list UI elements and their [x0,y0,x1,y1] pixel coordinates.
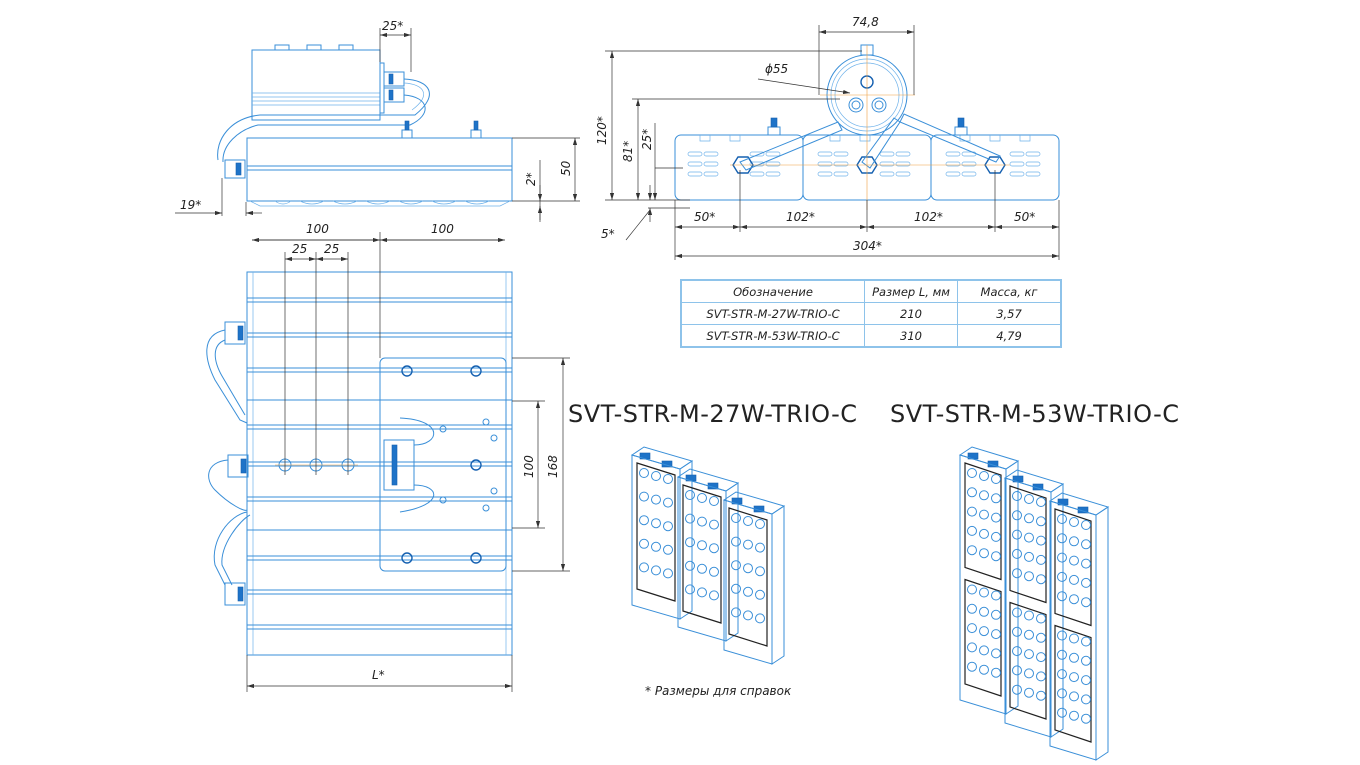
dim-label: 100 [306,222,329,236]
iso-module [1003,469,1065,738]
mounting-plate [379,357,507,572]
dim-label: 19* [180,198,201,212]
dim-label: 102* [786,210,815,224]
module [674,134,804,201]
dim-label: 25* [640,129,654,150]
header-size: Размер L, мм [864,279,958,303]
iso-view-27w [630,446,786,665]
dim-label: 102* [914,210,943,224]
cell-designation: SVT-STR-M-27W-TRIO-C [680,302,865,325]
lamp-body-top [246,271,513,656]
dim-label: 5* [601,227,615,241]
dim-label: 81* [621,141,635,162]
dim-label: 100 [522,455,536,478]
header-designation: Обозначение [680,279,865,303]
iso-view-53w [958,446,1110,761]
dim-label: 168 [546,455,560,478]
plate-bolts [401,365,498,564]
iso-module [958,446,1020,715]
dim-label: 50* [694,210,715,224]
dim-label: 25* [382,19,403,33]
dim-label: 2* [524,172,538,186]
table-header-row: Обозначение Размер L, мм Масса, кг [680,279,1062,303]
dim-label: 25 [324,242,339,256]
dim-label: 50 [559,160,573,176]
cell-mass: 4,79 [957,324,1062,348]
table-row: SVT-STR-M-53W-TRIO-C 310 4,79 [680,324,1062,348]
bolt-head [338,44,354,51]
cell-size: 210 [864,302,958,325]
iso-module [1048,492,1110,761]
dim-label: L* [372,668,385,682]
front-view: 74,8 ϕ55 120* 81* 25* 5* 50* 102* 102* 5… [595,15,1060,260]
dim-label: 100 [431,222,454,236]
table-row: SVT-STR-M-27W-TRIO-C 210 3,57 [680,302,1062,325]
header-mass: Масса, кг [957,279,1062,303]
reference-note: * Размеры для справок [645,684,792,698]
top-view: 100 100 25 25 100 168 L* [206,222,570,692]
model-title-53w: SVT-STR-M-53W-TRIO-C [890,400,1180,428]
dim-label: 74,8 [852,15,879,29]
dim-label: 50* [1014,210,1035,224]
bolt-head [306,44,322,51]
iso-module [676,468,740,642]
dim-label: 120* [595,116,609,145]
spec-table: Обозначение Размер L, мм Масса, кг SVT-S… [680,279,1062,348]
cell-size: 310 [864,324,958,348]
model-title-27w: SVT-STR-M-27W-TRIO-C [568,400,858,428]
side-view: 25* 19* 50 2* [175,19,580,222]
dim-label: 25 [292,242,307,256]
iso-module [630,446,694,620]
bolt-head [274,44,290,51]
iso-module [722,491,786,665]
cell-mass: 3,57 [957,302,1062,325]
dim-label: ϕ55 [765,62,788,76]
dim-label: 304* [853,239,882,253]
cell-designation: SVT-STR-M-53W-TRIO-C [680,324,865,348]
driver-housing [251,49,381,121]
